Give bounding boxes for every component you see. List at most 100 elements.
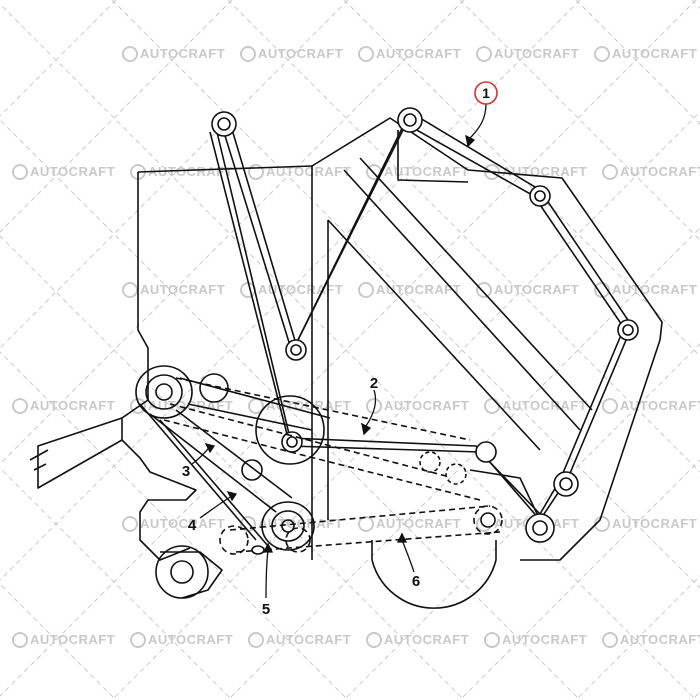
- watermark-logo: AUTOCRAFT: [594, 516, 697, 532]
- callout-1-label: 1: [482, 85, 490, 101]
- leader-4-arrow: [226, 491, 238, 502]
- leader-lines: [191, 103, 487, 599]
- watermark-logo: AUTOCRAFT: [602, 164, 700, 180]
- pulley-large-center: [255, 395, 325, 465]
- tailgate-diagonal-2: [343, 169, 581, 431]
- roller-dashed-a: [419, 451, 441, 473]
- idler-small-mid: [241, 459, 263, 481]
- svg-text:AUTOCRAFT: AUTOCRAFT: [148, 632, 233, 647]
- svg-text:AUTOCRAFT: AUTOCRAFT: [376, 516, 461, 531]
- leader-1-arrow: [465, 134, 476, 148]
- svg-text:AUTOCRAFT: AUTOCRAFT: [384, 398, 469, 413]
- sprocket-solids: [251, 512, 496, 555]
- drawbar-break-1: [29, 449, 49, 461]
- watermark-logo: AUTOCRAFT: [240, 46, 343, 62]
- roller-idler-right: [475, 441, 497, 463]
- svg-text:AUTOCRAFT: AUTOCRAFT: [266, 632, 351, 647]
- roller-tailgate-right: [617, 319, 639, 341]
- idler-small-top: [199, 373, 229, 403]
- watermark-grid-line: [691, 691, 700, 700]
- watermark-grid-line: [575, 0, 700, 125]
- watermark-logo: AUTOCRAFT: [248, 164, 351, 180]
- roller-mid-left: [285, 339, 307, 361]
- svg-text:AUTOCRAFT: AUTOCRAFT: [612, 516, 697, 531]
- callout-3-label: 3: [182, 463, 190, 480]
- watermark-logo: AUTOCRAFT: [122, 46, 225, 62]
- roller-tailgate-upper: [529, 185, 551, 207]
- watermark-logo: AUTOCRAFT: [484, 632, 587, 648]
- svg-text:AUTOCRAFT: AUTOCRAFT: [620, 632, 700, 647]
- leader-6: [401, 539, 415, 573]
- watermark-logo: AUTOCRAFT: [476, 46, 579, 62]
- svg-text:AUTOCRAFT: AUTOCRAFT: [612, 46, 697, 61]
- tailgate-diagonal-1: [327, 219, 541, 451]
- watermark-logo: AUTOCRAFT: [122, 282, 225, 298]
- svg-text:AUTOCRAFT: AUTOCRAFT: [502, 398, 587, 413]
- tailgate-outline: [311, 117, 663, 561]
- watermark-grid-line: [111, 111, 700, 700]
- leader-2-arrow: [361, 422, 372, 436]
- svg-text:AUTOCRAFT: AUTOCRAFT: [502, 632, 587, 647]
- front-chamber-outline: [121, 172, 197, 561]
- svg-text:AUTOCRAFT: AUTOCRAFT: [30, 164, 115, 179]
- sprocket-mid-dashed: [285, 527, 311, 553]
- drawbar-break-2: [33, 463, 47, 471]
- svg-text:AUTOCRAFT: AUTOCRAFT: [140, 516, 225, 531]
- drive-pulley-hub: [155, 383, 173, 401]
- callout-4-label: 4: [188, 517, 197, 534]
- watermark-grid-line: [0, 0, 117, 117]
- watermark-logo: AUTOCRAFT: [12, 398, 115, 414]
- watermark-logo: AUTOCRAFT: [12, 164, 115, 180]
- watermark-logo: AUTOCRAFT: [594, 46, 697, 62]
- watermark-grid-line: [0, 0, 465, 465]
- watermark-logo: AUTOCRAFT: [366, 632, 469, 648]
- watermark-grid-line: [111, 0, 700, 589]
- watermark-grid-line: [459, 0, 700, 241]
- roller-top-left: [211, 111, 237, 137]
- watermark-logo: AUTOCRAFT: [358, 282, 461, 298]
- leader-5-arrow: [262, 542, 274, 553]
- watermark-grid-line: [0, 0, 581, 581]
- svg-text:AUTOCRAFT: AUTOCRAFT: [376, 282, 461, 297]
- svg-text:AUTOCRAFT: AUTOCRAFT: [140, 46, 225, 61]
- pickup-frame: [160, 551, 223, 599]
- leader-3-arrow: [204, 443, 216, 454]
- svg-text:AUTOCRAFT: AUTOCRAFT: [140, 282, 225, 297]
- svg-text:AUTOCRAFT: AUTOCRAFT: [30, 632, 115, 647]
- roller-bottom-right: [525, 513, 555, 543]
- callout-6-label: 6: [412, 573, 420, 590]
- watermark-logo: AUTOCRAFT: [602, 632, 700, 648]
- callout-1-ring: [474, 81, 498, 105]
- pickup-wheel-outer: [155, 545, 209, 599]
- drive-pulley-mid: [145, 374, 183, 410]
- svg-text:AUTOCRAFT: AUTOCRAFT: [384, 632, 469, 647]
- dashed-chains: [163, 377, 503, 555]
- leader-6-arrow: [396, 532, 408, 543]
- machine-body: [29, 117, 663, 609]
- watermark-logo: AUTOCRAFT: [476, 282, 579, 298]
- watermark-logo: AUTOCRAFT: [358, 46, 461, 62]
- watermark-logo: AUTOCRAFT: [130, 632, 233, 648]
- svg-text:AUTOCRAFT: AUTOCRAFT: [30, 398, 115, 413]
- wheel-arc: [371, 540, 497, 609]
- lower-pulley-outer: [261, 501, 315, 551]
- svg-text:AUTOCRAFT: AUTOCRAFT: [258, 46, 343, 61]
- svg-text:AUTOCRAFT: AUTOCRAFT: [384, 164, 469, 179]
- tailgate-diagonal-3: [359, 157, 593, 411]
- roller-top-center: [397, 107, 423, 133]
- watermark-logo: AUTOCRAFT: [122, 516, 225, 532]
- svg-text:AUTOCRAFT: AUTOCRAFT: [620, 398, 700, 413]
- rollers: [211, 107, 639, 543]
- watermark-grid-line: [0, 583, 117, 700]
- leader-4: [199, 495, 233, 519]
- drive-pulley-outer: [135, 365, 193, 419]
- watermark-grid-line: [0, 0, 233, 233]
- leader-1: [469, 103, 487, 139]
- watermark-grid-line: [343, 0, 700, 357]
- roller-dashed-b: [445, 463, 467, 485]
- svg-text:AUTOCRAFT: AUTOCRAFT: [148, 164, 233, 179]
- watermark-logo: AUTOCRAFT: [366, 398, 469, 414]
